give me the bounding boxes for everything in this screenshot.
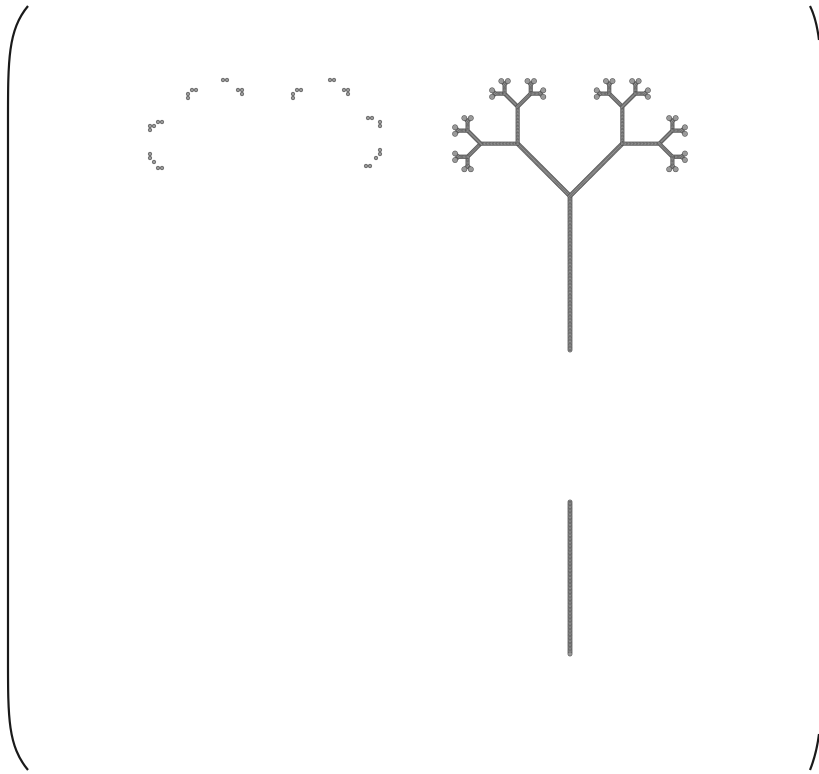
tree-tip-bead: [498, 78, 505, 84]
dot-cluster: [365, 115, 371, 121]
dot-cluster: [377, 119, 383, 125]
dot-cluster: [345, 87, 351, 93]
dot-cluster: [151, 123, 157, 129]
dot-cluster: [155, 119, 161, 125]
dot-cluster: [341, 87, 347, 93]
tree-tip-bead: [629, 78, 636, 84]
tree-tip-bead: [672, 166, 679, 173]
dot-cluster: [147, 151, 153, 157]
tree-tip-bead: [645, 87, 651, 94]
tree-tip-bead: [593, 87, 600, 94]
tree-tip-bead: [504, 78, 511, 84]
tree-tip-bead: [531, 78, 537, 84]
dot-cluster: [224, 77, 230, 83]
dot-cluster: [290, 95, 296, 101]
dot-cluster: [155, 165, 161, 171]
dot-cluster: [239, 87, 245, 93]
dot-cluster: [147, 123, 153, 129]
left-bracket: [6, 5, 29, 771]
dot-cluster: [151, 159, 157, 165]
tree-tip-bead: [489, 87, 495, 94]
dot-cluster: [377, 151, 383, 157]
tree-tip-bead: [540, 87, 547, 94]
dot-cluster: [327, 77, 333, 83]
dot-cluster: [367, 163, 373, 169]
right-bracket-bottom: [808, 733, 819, 771]
tree-tip-bead: [682, 124, 688, 131]
dot-cluster: [298, 87, 304, 93]
tree-tip-bead: [682, 150, 688, 157]
tree-tip-bead: [635, 78, 642, 84]
tree-tip-bead: [609, 78, 616, 84]
dot-cluster: [294, 87, 300, 93]
dot-cluster: [220, 77, 226, 83]
dot-cluster: [345, 91, 351, 97]
dot-cluster: [235, 87, 241, 93]
dot-cluster: [290, 91, 296, 97]
segment-bead: [567, 651, 573, 657]
tree-tip-bead: [489, 93, 495, 100]
dot-cluster: [369, 115, 375, 121]
tree-tip-bead: [452, 157, 458, 163]
tree-tip-bead: [593, 93, 600, 100]
tree-tip-bead: [452, 150, 458, 157]
dot-cluster: [159, 165, 165, 171]
tree-tip-bead: [666, 115, 673, 121]
tree-tip-bead: [461, 115, 468, 121]
dot-cluster: [185, 95, 191, 101]
dot-cluster: [239, 91, 245, 97]
dot-cluster: [147, 127, 153, 133]
matrix-brackets: [6, 5, 819, 771]
right-bracket: [809, 5, 819, 41]
tree-tip-bead: [666, 166, 673, 173]
vertical-segment-panel: [567, 499, 573, 657]
tree-tip-bead: [467, 115, 474, 121]
tree-tip-bead: [603, 78, 609, 84]
tree-tip-bead: [461, 166, 468, 173]
dot-cluster: [331, 77, 337, 83]
dotted-curves-panel: [147, 77, 383, 171]
dot-cluster: [185, 91, 191, 97]
tree-tip-bead: [524, 78, 531, 84]
tree-tip-bead: [452, 124, 458, 131]
dot-cluster: [363, 163, 369, 169]
dot-cluster: [377, 123, 383, 129]
dot-cluster: [159, 119, 165, 125]
tree-tip-bead: [467, 166, 474, 173]
dot-cluster: [193, 87, 199, 93]
dot-cluster: [189, 87, 195, 93]
tree-tip-bead: [452, 130, 458, 137]
tree-tip-bead: [682, 130, 688, 137]
dot-cluster: [377, 147, 383, 153]
dot-cluster: [373, 155, 379, 161]
dot-cluster: [147, 155, 153, 161]
tree-tip-bead: [672, 115, 679, 121]
tree-tip-bead: [645, 93, 651, 100]
tree-tip-bead: [540, 93, 547, 100]
fractal-tree-panel: [452, 78, 688, 353]
tree-tip-bead: [682, 157, 688, 163]
